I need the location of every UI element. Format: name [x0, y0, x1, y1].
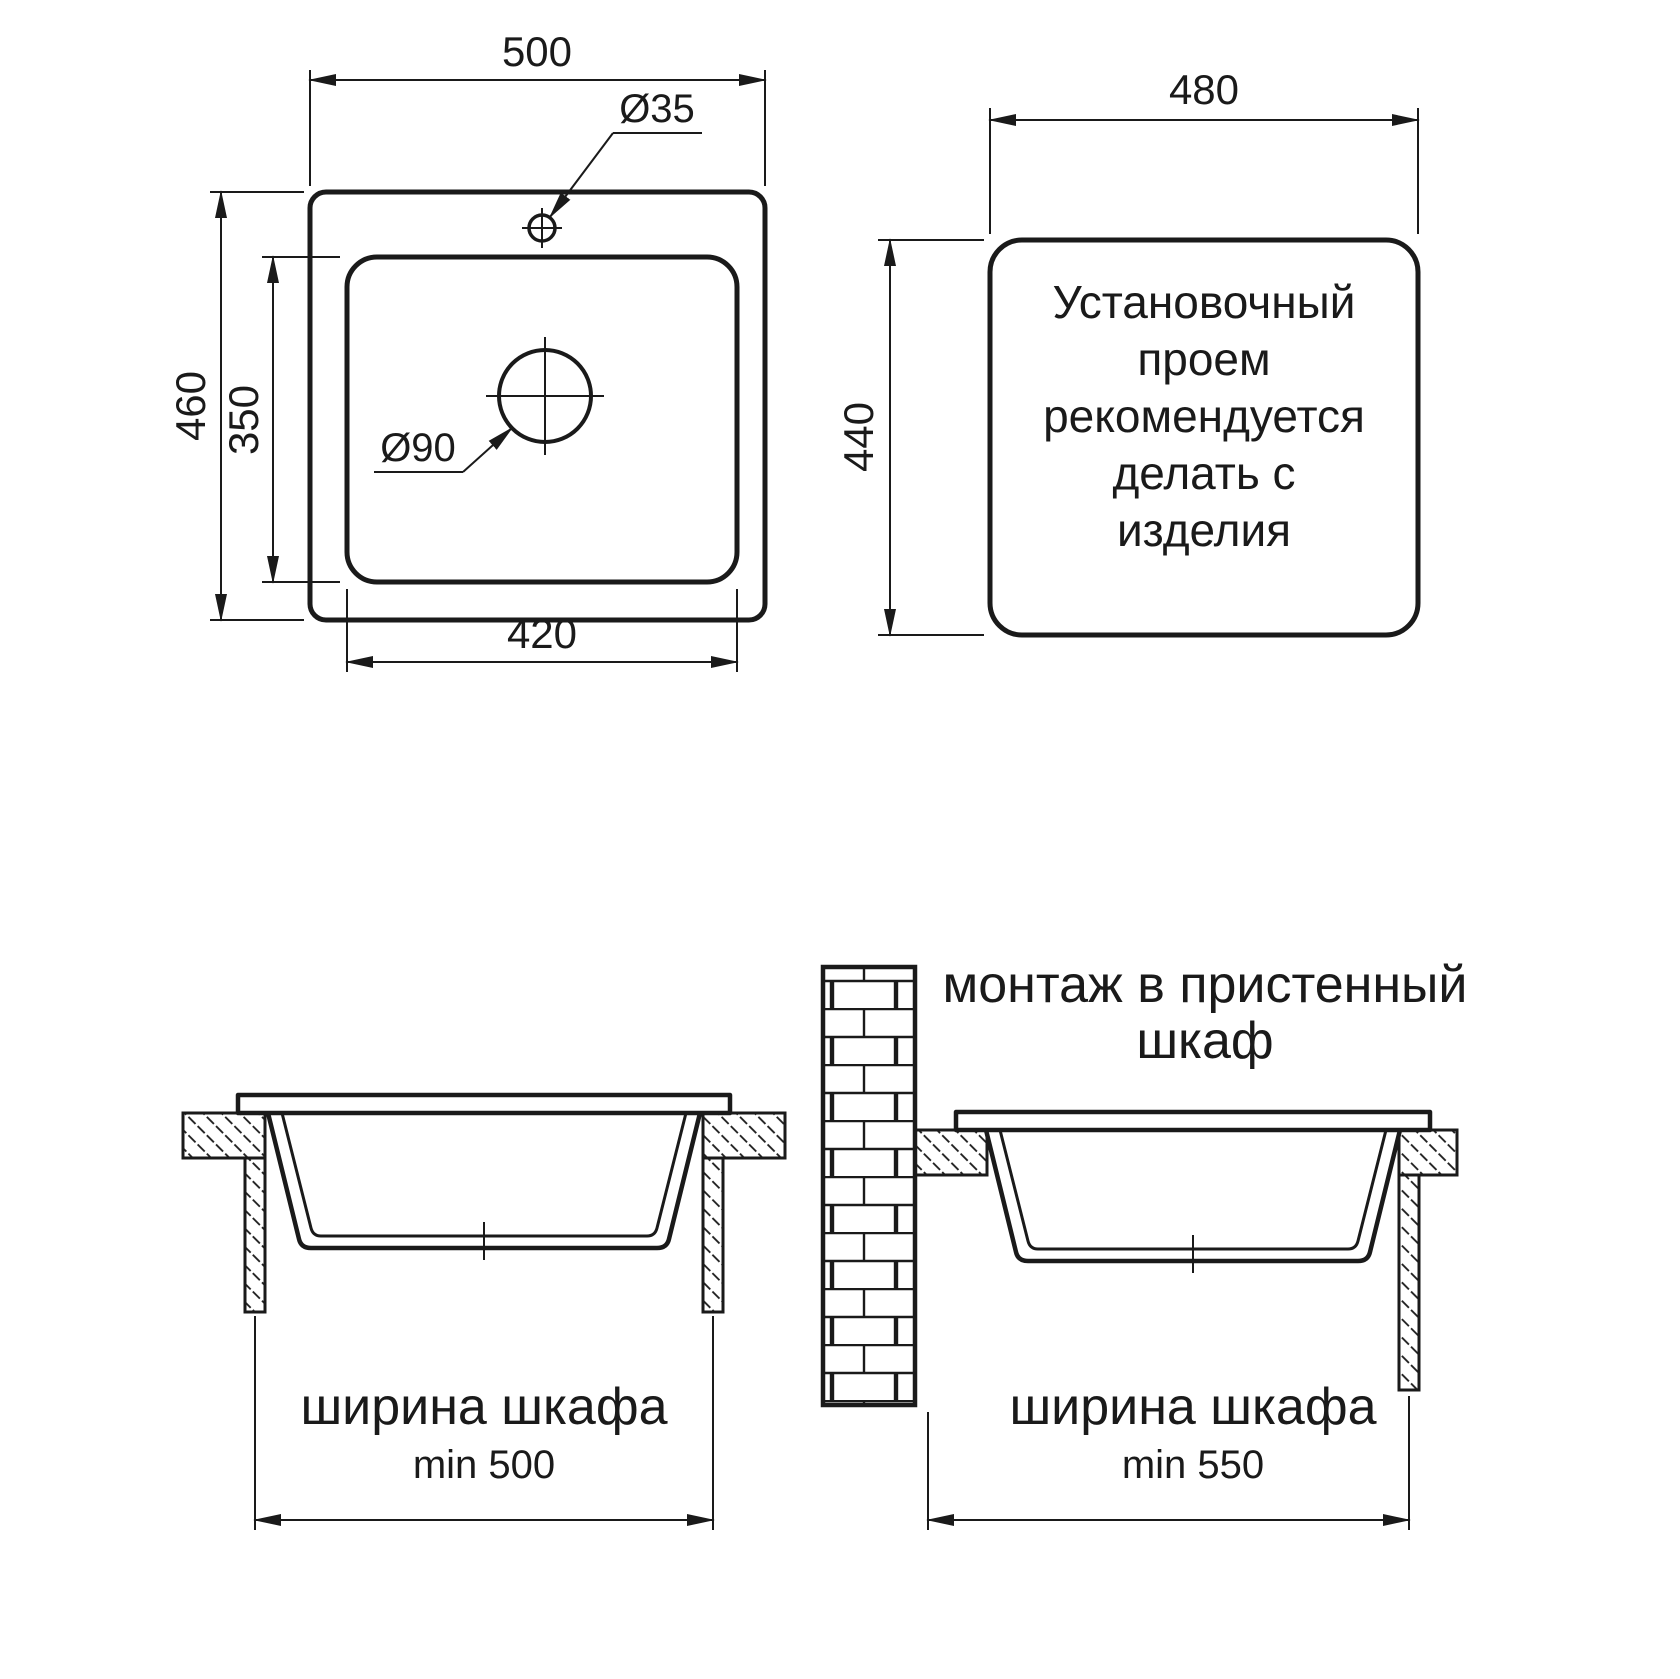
note-line: Установочный	[1053, 276, 1356, 328]
dim-label-width: 500	[502, 28, 572, 75]
dimension-cabinet-min-550: ширина шкафа min 550	[926, 1378, 1411, 1530]
note-line: изделия	[1117, 504, 1291, 556]
countertop-left	[181, 1111, 267, 1160]
leader-line	[548, 132, 614, 219]
dimension-cabinet-min-500: ширина шкафа min 500	[253, 1316, 715, 1530]
countertop-right	[701, 1111, 787, 1160]
countertop-left	[913, 1128, 989, 1177]
brick-wall	[820, 964, 918, 1408]
note-line: проем	[1137, 333, 1270, 385]
faucet-diameter-label: Ø35	[619, 87, 695, 131]
dim-label-height: 460	[167, 371, 214, 441]
dim-label-bowl-height: 350	[220, 385, 267, 455]
wall-mount-title-line2: шкаф	[1136, 1012, 1273, 1070]
cabinet-width-label: ширина шкафа	[300, 1378, 667, 1436]
countertop-right	[1397, 1128, 1459, 1177]
cabinet-side-right	[1397, 1173, 1421, 1392]
dimension-opening-height-440: 440	[835, 238, 984, 637]
cabinet-min-width-label: min 500	[413, 1443, 555, 1487]
bowl-inner-wall	[998, 1129, 1388, 1251]
dimension-opening-width-480: 480	[988, 66, 1420, 234]
top-view-drawing: 500 460 350 420 Ø35 Ø90	[167, 28, 768, 672]
dimension-bowl-height-350: 350	[220, 255, 340, 584]
drain-diameter-label: Ø90	[380, 426, 456, 470]
dim-label-opening-width: 480	[1169, 66, 1239, 113]
wall-mount-title-line1: монтаж в пристенный	[943, 956, 1468, 1014]
cabinet-side-left	[243, 1156, 267, 1314]
sink-flange	[235, 1092, 733, 1116]
bowl-inner-wall	[280, 1112, 688, 1238]
note-line: делать с	[1112, 447, 1295, 499]
leader-line	[462, 426, 514, 473]
wall-cabinet-section-drawing: монтаж в пристенный шкаф ширина шкафа mi…	[820, 956, 1468, 1530]
leader-faucet-diameter: Ø35	[548, 87, 702, 219]
opening-note: Установочный проем рекомендуется делать …	[1043, 276, 1365, 556]
faucet-hole	[522, 208, 562, 248]
dim-label-opening-height: 440	[835, 402, 882, 472]
cabinet-side-right	[701, 1156, 725, 1314]
sink-flange	[953, 1109, 1433, 1133]
opening-outline	[987, 237, 1421, 638]
note-line: рекомендуется	[1043, 390, 1365, 442]
dimension-width-500: 500	[308, 28, 767, 186]
drain-hole	[486, 337, 604, 455]
standard-cabinet-section-drawing: ширина шкафа min 500	[181, 1092, 787, 1530]
installation-opening-drawing: 480 440 Установочный проем рекомендуется…	[835, 66, 1421, 638]
dimension-height-460: 460	[167, 190, 304, 622]
dimension-bowl-width-420: 420	[345, 589, 739, 672]
cabinet-width-label: ширина шкафа	[1009, 1378, 1376, 1436]
leader-drain-diameter: Ø90	[374, 426, 514, 473]
cabinet-min-width-label: min 550	[1122, 1443, 1264, 1487]
dim-label-bowl-width: 420	[507, 610, 577, 657]
